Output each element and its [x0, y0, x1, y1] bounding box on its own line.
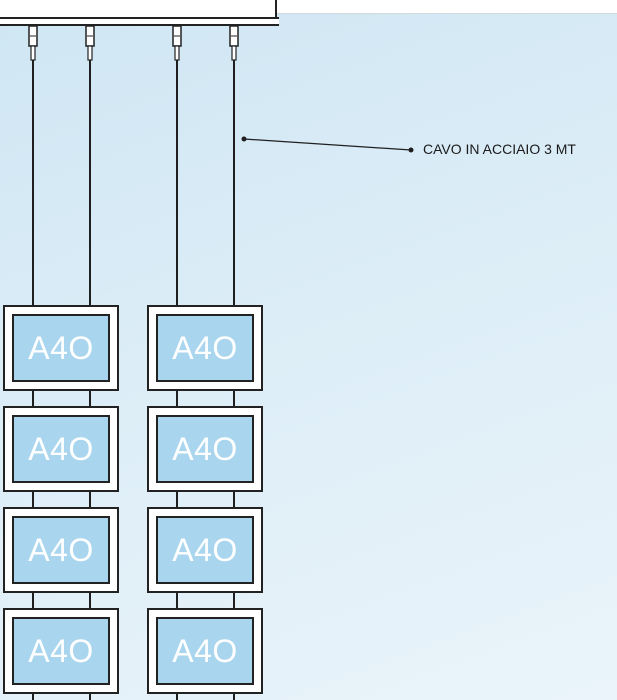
frame-link: [233, 390, 235, 407]
frame-link: [233, 693, 235, 700]
display-frame-1: A4O: [3, 305, 119, 391]
panel-label: A4O: [28, 531, 94, 568]
frame-link: [32, 592, 34, 609]
panel-label: A4O: [172, 329, 238, 366]
steel-cable-2: [89, 60, 91, 306]
display-frame-6: A4O: [147, 507, 263, 593]
display-frame-2: A4O: [147, 305, 263, 391]
panel-label: A4O: [172, 430, 238, 467]
panel-label: A4O: [172, 531, 238, 568]
a4-panel: A4O: [156, 415, 254, 483]
frame-link: [233, 592, 235, 609]
frame-link: [176, 390, 178, 407]
a4-panel: A4O: [156, 314, 254, 382]
display-frame-4: A4O: [147, 406, 263, 492]
steel-cable-3: [176, 60, 178, 306]
cable-connector-3: [172, 26, 182, 61]
ceiling-panel: [0, 0, 277, 17]
frame-link: [176, 592, 178, 609]
cable-connector-2: [85, 26, 95, 61]
frame-link: [32, 693, 34, 700]
a4-panel: A4O: [156, 516, 254, 584]
steel-cable-4: [233, 60, 235, 306]
display-frame-5: A4O: [3, 507, 119, 593]
a4-panel: A4O: [12, 516, 110, 584]
frame-link: [89, 390, 91, 407]
frame-link: [89, 491, 91, 508]
frame-link: [176, 491, 178, 508]
frame-link: [32, 491, 34, 508]
display-frame-3: A4O: [3, 406, 119, 492]
panel-label: A4O: [172, 632, 238, 669]
a4-panel: A4O: [12, 617, 110, 685]
panel-label: A4O: [28, 632, 94, 669]
frame-link: [233, 491, 235, 508]
frame-link: [32, 390, 34, 407]
frame-link: [176, 693, 178, 700]
frame-link: [89, 693, 91, 700]
leader-dot-start: [241, 136, 247, 142]
a4-panel: A4O: [12, 415, 110, 483]
a4-panel: A4O: [156, 617, 254, 685]
cable-annotation-label: CAVO IN ACCIAIO 3 MT: [423, 141, 576, 157]
ceiling-rail: [0, 17, 279, 26]
cable-connector-1: [28, 26, 38, 61]
panel-label: A4O: [28, 329, 94, 366]
panel-label: A4O: [28, 430, 94, 467]
frame-link: [89, 592, 91, 609]
steel-cable-1: [32, 60, 34, 306]
leader-dot-end: [408, 147, 414, 153]
top-strip: [277, 0, 617, 14]
a4-panel: A4O: [12, 314, 110, 382]
cable-connector-4: [229, 26, 239, 61]
display-frame-7: A4O: [3, 608, 119, 694]
display-frame-8: A4O: [147, 608, 263, 694]
